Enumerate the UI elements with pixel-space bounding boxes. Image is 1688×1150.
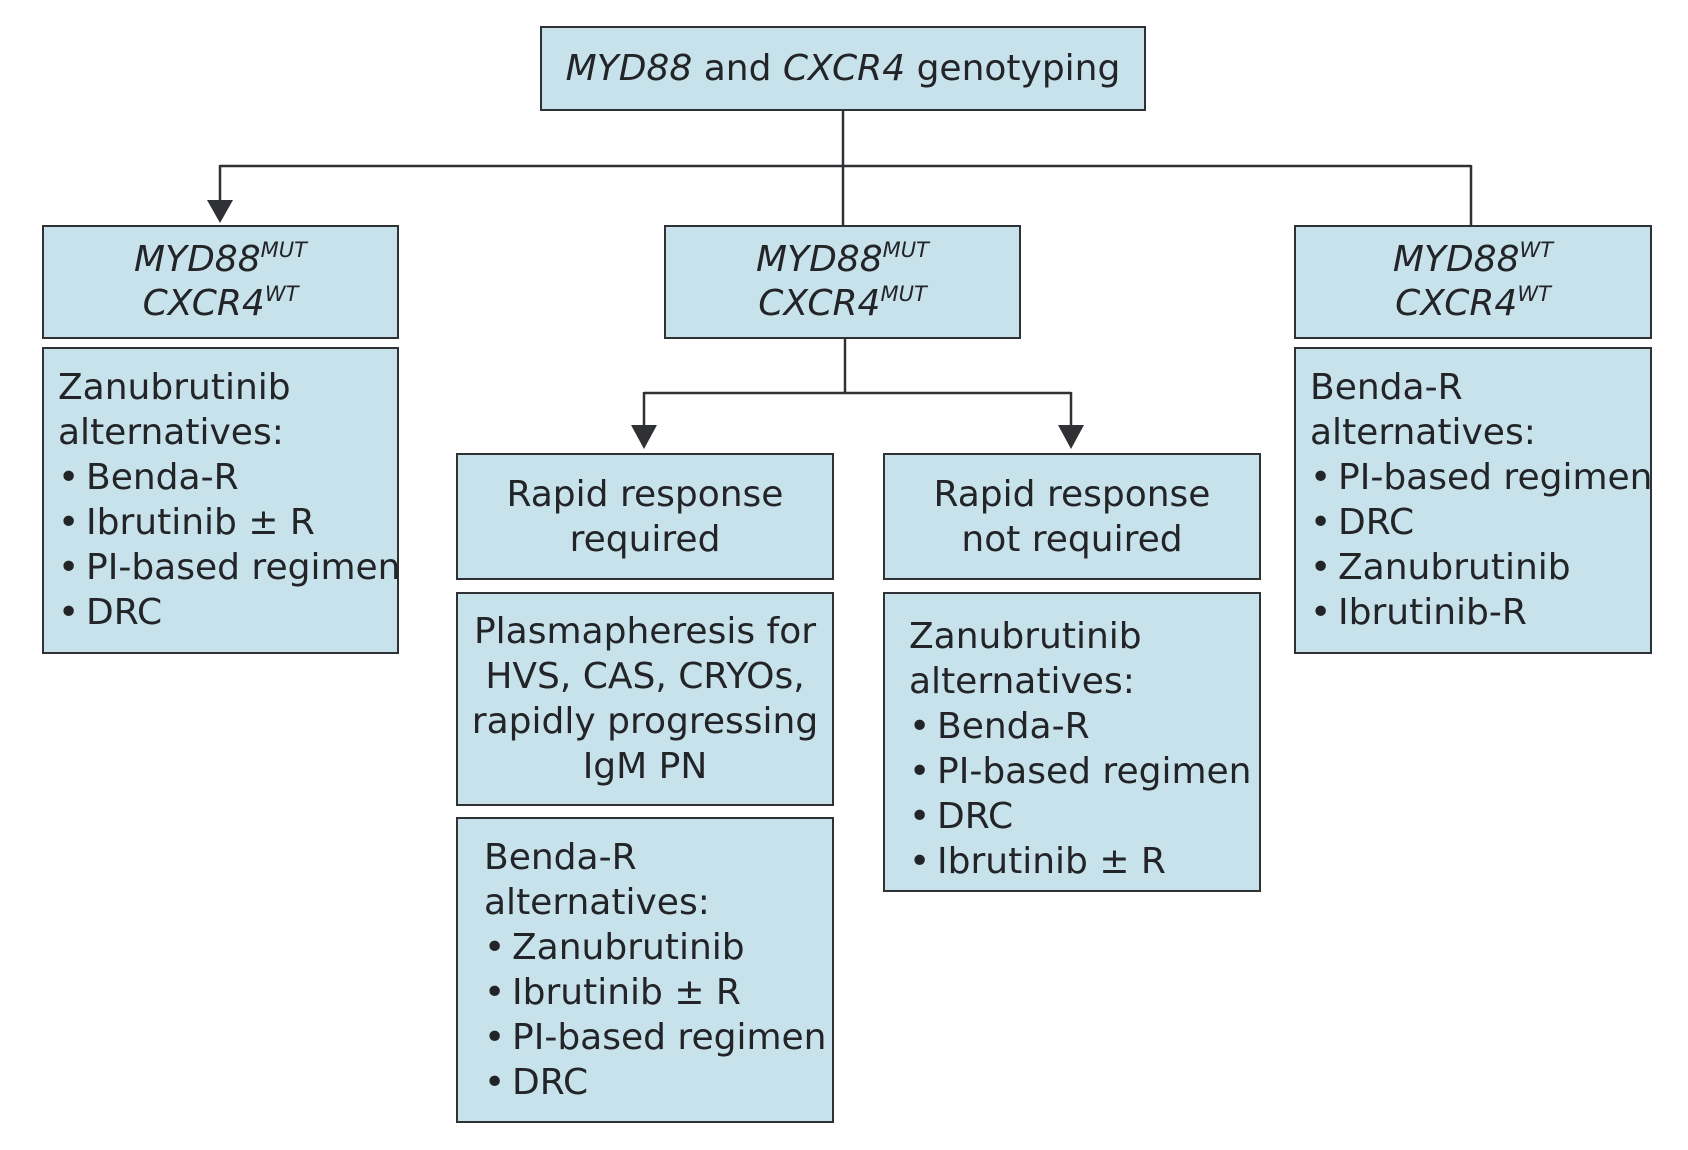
list-item: •PI-based regimen <box>58 547 401 588</box>
right-list-header2: alternatives: <box>1310 412 1536 453</box>
rapid-line1: Rapid response <box>506 473 784 515</box>
not-rapid-treatment-box: Zanubrutinib alternatives: •Benda-R •PI-… <box>883 592 1261 892</box>
list-item: •Zanubrutinib <box>1310 547 1571 588</box>
plasma-line1: Plasmapheresis for <box>473 611 817 652</box>
left-list-header2: alternatives: <box>58 412 284 453</box>
rapid-list-header1: Benda-R <box>484 837 637 878</box>
plasma-line2: HVS, CAS, CRYOs, <box>485 656 805 697</box>
list-item: •PI-based regimen <box>1310 457 1653 498</box>
rapid-response-not-required-box: Rapid response not required <box>883 453 1261 580</box>
list-item: •DRC <box>909 796 1014 837</box>
left-alternatives-list: •Benda-R •Ibrutinib ± R •PI-based regime… <box>58 455 401 635</box>
plasma-line4: IgM PN <box>582 746 708 787</box>
rapid-list-header2: alternatives: <box>484 882 710 923</box>
not-rapid-line1: Rapid response <box>933 473 1211 515</box>
arrow-head-not-rapid <box>1058 425 1084 449</box>
right-list-header1: Benda-R <box>1310 367 1463 408</box>
list-item: •DRC <box>484 1062 589 1103</box>
rapid-response-required-box: Rapid response required <box>456 453 834 580</box>
list-item: •Ibrutinib ± R <box>484 972 741 1013</box>
list-item: •Zanubrutinib <box>484 927 745 968</box>
plasma-line3: rapidly progressing <box>471 701 819 742</box>
list-item: •PI-based regimen <box>909 751 1252 792</box>
not-rapid-list-header2: alternatives: <box>909 661 1135 702</box>
root-conj: and <box>703 47 772 89</box>
left-treatment-box: Zanubrutinib alternatives: •Benda-R •Ibr… <box>42 347 401 654</box>
root-genotyping-box: MYD88 and CXCR4 genotyping <box>540 26 1146 111</box>
rapid-line2: required <box>569 518 721 560</box>
right-gene-line2: CXCR4WT <box>1395 282 1551 324</box>
left-list-header1: Zanubrutinib <box>58 367 291 408</box>
not-rapid-list-header1: Zanubrutinib <box>909 616 1142 657</box>
right-alternatives-list: •PI-based regimen •DRC •Zanubrutinib •Ib… <box>1310 455 1653 635</box>
list-item: •DRC <box>1310 502 1415 543</box>
list-item: •Ibrutinib-R <box>1310 592 1527 633</box>
rapid-treatment-box: Benda-R alternatives: •Zanubrutinib •Ibr… <box>456 817 834 1123</box>
left-gene-line2: CXCR4WT <box>142 282 299 324</box>
middle-gene-line1: MYD88MUT <box>756 238 929 280</box>
left-genotype-box: MYD88MUT CXCR4WT <box>42 225 399 339</box>
arrow-head-left <box>207 200 233 223</box>
arrow-head-rapid <box>631 425 657 449</box>
list-item: •Ibrutinib ± R <box>909 841 1166 882</box>
right-treatment-box: Benda-R alternatives: •PI-based regimen … <box>1294 347 1652 654</box>
right-gene-line1: MYD88WT <box>1392 238 1554 280</box>
root-gene1: MYD88 <box>565 47 693 89</box>
list-item: •Ibrutinib ± R <box>58 502 315 543</box>
rapid-alternatives-list: •Zanubrutinib •Ibrutinib ± R •PI-based r… <box>484 925 832 1105</box>
list-item: •DRC <box>58 592 163 633</box>
left-gene-line1: MYD88MUT <box>134 238 307 280</box>
list-item: •Benda-R <box>58 457 239 498</box>
plasmapheresis-box: Plasmapheresis for HVS, CAS, CRYOs, rapi… <box>456 592 834 806</box>
list-item: •PI-based regimen <box>484 1017 827 1058</box>
right-genotype-box: MYD88WT CXCR4WT <box>1294 225 1652 339</box>
list-item: •Benda-R <box>909 706 1090 747</box>
not-rapid-line2: not required <box>961 518 1183 560</box>
middle-genotype-box: MYD88MUT CXCR4MUT <box>664 225 1021 339</box>
root-suffix: genotyping <box>916 47 1121 89</box>
middle-gene-line2: CXCR4MUT <box>758 282 927 324</box>
not-rapid-alternatives-list: •Benda-R •PI-based regimen •DRC •Ibrutin… <box>909 704 1259 884</box>
root-title: MYD88 and CXCR4 genotyping <box>566 47 1121 91</box>
root-gene2: CXCR4 <box>782 47 906 89</box>
